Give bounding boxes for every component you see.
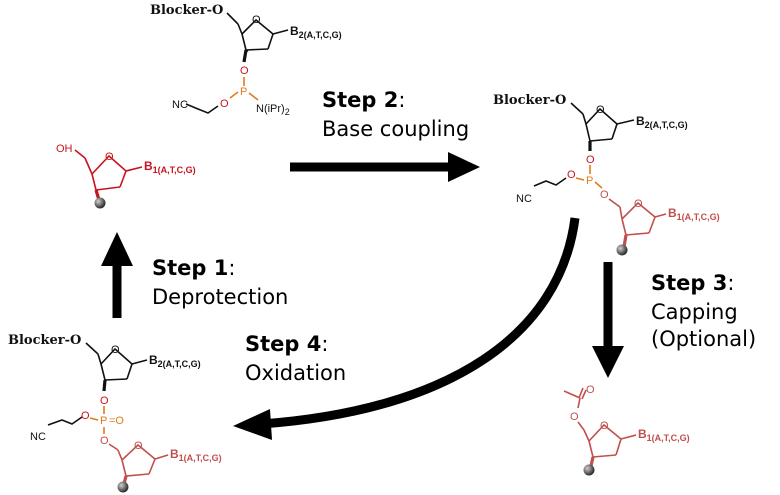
- base-b1-sub-right: 1(A,T,C,G): [677, 212, 720, 222]
- base-b2-sub-right: 2(A,T,C,G): [645, 120, 688, 130]
- phosphorus-atom-left: P: [100, 415, 107, 427]
- arrow-step4: [233, 217, 580, 440]
- svg-text:B2(A,T,C,G): B2(A,T,C,G): [149, 353, 201, 369]
- step1-colon: :: [228, 256, 235, 280]
- svg-text:B1(A,T,C,G): B1(A,T,C,G): [668, 206, 720, 222]
- svg-text:Step 4:: Step 4:: [245, 332, 328, 356]
- deprotected-nucleoside: OH O B1(A,T,C,G): [56, 143, 196, 209]
- acetyl-carbonyl-o: O: [586, 384, 595, 396]
- arrow-step2: [290, 152, 480, 182]
- base-b1-label-capped: B: [638, 427, 647, 441]
- solid-support-bead-left: [117, 481, 129, 493]
- step3-label: Step 3: Capping (Optional): [651, 271, 756, 351]
- svg-text:Step 3:: Step 3:: [651, 271, 734, 295]
- p-o-atom-left: O: [81, 410, 90, 422]
- cyanoethyl-nc: NC: [172, 99, 188, 111]
- oxidized-dinucleotide: Blocker-O O B2(A,T,C,G) NC O P =O O O: [8, 333, 222, 493]
- o3-atom: O: [240, 65, 249, 77]
- ring-o-atom-left-lower: O: [134, 440, 143, 452]
- blocker-o-atom-left: O: [70, 333, 81, 348]
- svg-text:Blocker-O: Blocker-O: [150, 3, 223, 18]
- o3-atom-right: O: [586, 154, 595, 166]
- step4-description: Oxidation: [245, 361, 346, 385]
- phosphoramidite-monomer: Blocker-O O B2(A,T,C,G) O P O NC N(iPr)2: [150, 3, 342, 117]
- step2-colon: :: [398, 88, 405, 112]
- cyanoethyl-nc-right: NC: [516, 193, 532, 205]
- o3-atom-left: O: [100, 395, 109, 407]
- blocker-label-right: Blocker-: [493, 93, 555, 108]
- step2-label: Step 2: Base coupling: [322, 88, 469, 141]
- arrow-step3: [592, 262, 624, 378]
- step3-title: Step 3: [651, 271, 727, 295]
- base-b1-label-right: B: [668, 206, 677, 220]
- solid-support-bead-right: [616, 244, 628, 256]
- base-b2-label-right: B: [636, 114, 645, 128]
- ring-o-atom-left: O: [105, 151, 114, 163]
- svg-text:B1(A,T,C,G): B1(A,T,C,G): [638, 427, 690, 443]
- svg-text:B2(A,T,C,G): B2(A,T,C,G): [290, 24, 342, 40]
- svg-text:Step 1:: Step 1:: [152, 256, 235, 280]
- ring-o-atom-left-bottom: O: [111, 344, 120, 356]
- base-b2-label-left: B: [149, 353, 158, 367]
- solid-support-bead: [94, 197, 106, 209]
- blocker-label: Blocker-: [150, 3, 212, 18]
- acetyl-ester-o: O: [570, 411, 579, 423]
- step4-colon: :: [321, 332, 328, 356]
- niPr2-sub: 2: [285, 107, 290, 117]
- phosphorus-atom-right: P: [586, 175, 593, 187]
- coupled-dinucleotide: Blocker-O O B2(A,T,C,G) NC O P O O O: [493, 93, 720, 256]
- step4-title: Step 4: [245, 332, 321, 356]
- p-o-atom: O: [220, 98, 229, 110]
- ring-o-atom-capped: O: [600, 420, 609, 432]
- step3-colon: :: [727, 271, 734, 295]
- step1-title: Step 1: [152, 256, 228, 280]
- niPr2-label: N(iPr): [256, 103, 285, 115]
- capped-nucleoside: O O O B1(A,T,C,G): [563, 384, 690, 476]
- step4-label: Step 4: Oxidation: [245, 332, 346, 385]
- solid-support-bead-capped: [583, 464, 595, 476]
- base-b1-sub: 1(A,T,C,G): [153, 165, 196, 175]
- svg-text:B1(A,T,C,G): B1(A,T,C,G): [170, 447, 222, 463]
- svg-text:Blocker-O: Blocker-O: [8, 333, 81, 348]
- blocker-o-atom: O: [212, 3, 223, 18]
- base-b1-sub-capped: 1(A,T,C,G): [647, 433, 690, 443]
- ring-o-atom-lower-right: O: [634, 198, 643, 210]
- oh-label: OH: [56, 143, 73, 155]
- step2-description: Base coupling: [322, 117, 469, 141]
- svg-text:N(iPr)2: N(iPr)2: [256, 103, 290, 117]
- o5-atom-right: O: [600, 189, 609, 201]
- phosphorus-atom: P: [240, 86, 247, 98]
- blocker-o-atom-right: O: [555, 93, 566, 108]
- base-b2-sub-left: 2(A,T,C,G): [158, 359, 201, 369]
- ring-o-atom-right: O: [596, 104, 605, 116]
- base-b2-sub: 2(A,T,C,G): [299, 30, 342, 40]
- arrow-step1: [101, 232, 133, 318]
- step1-description: Deprotection: [152, 285, 288, 309]
- step1-label: Step 1: Deprotection: [152, 256, 288, 309]
- step2-title: Step 2: [322, 88, 398, 112]
- base-b1-sub-left: 1(A,T,C,G): [179, 453, 222, 463]
- svg-text:Blocker-O: Blocker-O: [493, 93, 566, 108]
- svg-text:B1(A,T,C,G): B1(A,T,C,G): [144, 159, 196, 175]
- svg-text:Step 2:: Step 2:: [322, 88, 405, 112]
- step3-description-line1: Capping: [651, 300, 738, 324]
- blocker-label-left: Blocker-: [8, 333, 70, 348]
- p-o-atom-right: O: [567, 169, 576, 181]
- svg-text:B2(A,T,C,G): B2(A,T,C,G): [636, 114, 688, 130]
- base-b1-label: B: [144, 159, 153, 173]
- phosphate-double-o: =O: [109, 415, 124, 427]
- ring-o-atom: O: [252, 14, 261, 26]
- base-b1-label-left: B: [170, 447, 179, 461]
- o5-atom-left: O: [100, 435, 109, 447]
- base-b2-label: B: [290, 24, 299, 38]
- step3-description-line2: (Optional): [651, 327, 756, 351]
- cyanoethyl-nc-left: NC: [30, 431, 46, 443]
